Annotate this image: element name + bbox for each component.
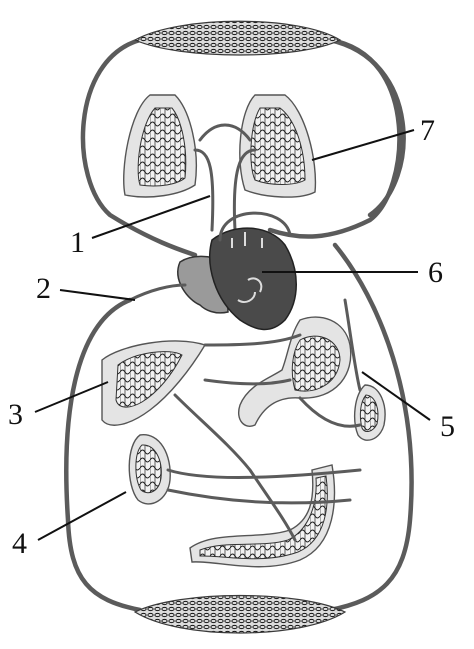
- label-4: 4: [12, 527, 27, 560]
- label-1: 1: [70, 226, 85, 259]
- upper-capillary-network: [135, 21, 340, 55]
- label-2: 2: [36, 272, 51, 305]
- label-5: 5: [440, 410, 455, 443]
- systemic-loop-vessel: [66, 40, 411, 610]
- leader-line-2: [60, 290, 135, 300]
- label-7: 7: [420, 114, 435, 147]
- label-6: 6: [428, 256, 443, 289]
- leader-line-4: [38, 492, 126, 540]
- lower-capillary-network: [135, 596, 345, 634]
- label-3: 3: [8, 398, 23, 431]
